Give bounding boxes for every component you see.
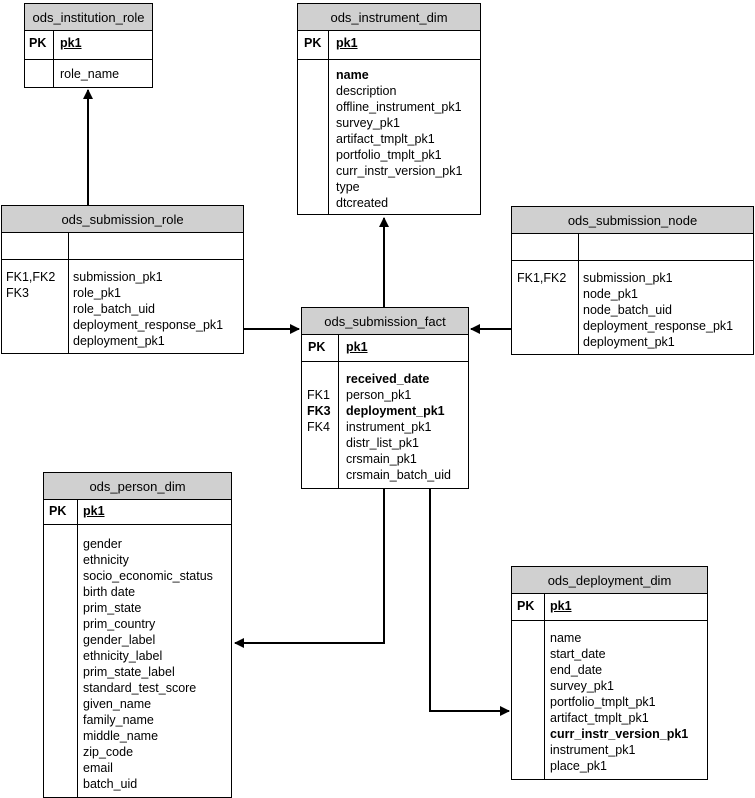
field-item: middle_name <box>83 729 159 743</box>
field-list: received_date person_pk1 deployment_pk1 … <box>346 371 451 483</box>
field-item: ethnicity <box>83 553 129 567</box>
table-ods-instrument-dim[interactable]: ods_instrument_dim PK pk1 name descripti… <box>297 3 481 215</box>
field-item: deployment_pk1 <box>583 335 675 349</box>
field-item: prim_state <box>83 601 142 615</box>
field-item: deployment_pk1 <box>73 334 165 348</box>
field-list: submission_pk1 role_pk1 role_batch_uid d… <box>73 269 223 349</box>
field-item: instrument_pk1 <box>550 743 636 757</box>
field-item: artifact_tmplt_pk1 <box>336 132 435 146</box>
key-list: FK1,FK2 FK3 <box>6 269 55 301</box>
table-ods-deployment-dim[interactable]: ods_deployment_dim PK pk1 name start_dat… <box>511 566 708 780</box>
table-ods-person-dim[interactable]: ods_person_dim PK pk1 gender ethnicity s… <box>43 472 232 798</box>
field-list: submission_pk1 node_pk1 node_batch_uid d… <box>583 270 733 350</box>
field-item: standard_test_score <box>83 681 197 695</box>
field-item: given_name <box>83 697 152 711</box>
field-item: end_date <box>550 663 603 677</box>
field-item: zip_code <box>83 745 134 759</box>
field-item: dtcreated <box>336 196 389 210</box>
field-item: offline_instrument_pk1 <box>336 100 462 114</box>
field-item: person_pk1 <box>346 388 412 402</box>
table-ods-submission-fact[interactable]: ods_submission_fact PK pk1 FK1 FK3 FK4 r… <box>301 307 469 489</box>
field-item: role_name <box>60 67 120 81</box>
field-item: role_pk1 <box>73 286 121 300</box>
field-item: gender_label <box>83 633 156 647</box>
field-item: crsmain_pk1 <box>346 452 417 466</box>
key-list: FK1 FK3 FK4 <box>307 371 331 435</box>
table-title: ods_institution_role <box>25 4 152 31</box>
key-list: FK1,FK2 <box>517 270 566 286</box>
field-item: email <box>83 761 113 775</box>
pk-label: PK <box>308 340 326 354</box>
field-item: socio_economic_status <box>83 569 213 583</box>
field-item: curr_instr_version_pk1 <box>336 164 463 178</box>
field-item: deployment_pk1 <box>346 404 445 418</box>
pk-label: PK <box>304 36 322 50</box>
table-ods-institution-role[interactable]: ods_institution_role PK pk1 role_name <box>24 3 153 88</box>
field-item: curr_instr_version_pk1 <box>550 727 689 741</box>
field-list: name description offline_instrument_pk1 … <box>336 67 462 211</box>
field-item: role_batch_uid <box>73 302 156 316</box>
table-title: ods_deployment_dim <box>512 567 707 594</box>
field-item: submission_pk1 <box>583 271 673 285</box>
field-item: deployment_response_pk1 <box>583 319 734 333</box>
table-title: ods_submission_role <box>2 206 243 233</box>
key-item: FK1 <box>307 388 330 402</box>
connector-fact-to-person <box>234 488 385 648</box>
field-item: artifact_tmplt_pk1 <box>550 711 649 725</box>
pk-field: pk1 <box>60 36 82 50</box>
field-item: survey_pk1 <box>550 679 614 693</box>
field-item: start_date <box>550 647 606 661</box>
field-list: name start_date end_date survey_pk1 port… <box>550 630 688 774</box>
table-ods-submission-role[interactable]: ods_submission_role FK1,FK2 FK3 submissi… <box>1 205 244 354</box>
key-item <box>307 371 331 387</box>
table-ods-submission-node[interactable]: ods_submission_node FK1,FK2 submission_p… <box>511 206 754 355</box>
field-item: ethnicity_label <box>83 649 163 663</box>
field-item: portfolio_tmplt_pk1 <box>336 148 442 162</box>
field-item: instrument_pk1 <box>346 420 432 434</box>
field-item: birth date <box>83 585 136 599</box>
field-item: crsmain_batch_uid <box>346 468 451 482</box>
field-item: distr_list_pk1 <box>346 436 419 450</box>
field-item: survey_pk1 <box>336 116 400 130</box>
field-item: name <box>336 68 369 82</box>
pk-field: pk1 <box>346 340 368 354</box>
pk-label: PK <box>517 599 535 613</box>
field-item: gender <box>83 537 122 551</box>
table-title: ods_person_dim <box>44 473 231 500</box>
pk-field: pk1 <box>336 36 358 50</box>
connector-fact-to-deployment <box>429 488 510 716</box>
field-list: gender ethnicity socio_economic_status b… <box>83 536 213 792</box>
field-item: name <box>550 631 582 645</box>
field-item: place_pk1 <box>550 759 607 773</box>
key-item: FK3 <box>6 286 29 300</box>
pk-field: pk1 <box>550 599 572 613</box>
field-item: portfolio_tmplt_pk1 <box>550 695 656 709</box>
key-item: FK3 <box>307 404 331 418</box>
field-item: type <box>336 180 360 194</box>
field-item: prim_state_label <box>83 665 175 679</box>
pk-label: PK <box>29 36 47 50</box>
field-item: description <box>336 84 397 98</box>
key-item: FK1,FK2 <box>517 271 567 285</box>
table-title: ods_submission_fact <box>302 308 468 335</box>
table-title: ods_instrument_dim <box>298 4 480 31</box>
key-item: FK1,FK2 <box>6 270 56 284</box>
field-item: family_name <box>83 713 154 727</box>
field-item: node_pk1 <box>583 287 638 301</box>
field-item: deployment_response_pk1 <box>73 318 224 332</box>
key-item: FK4 <box>307 420 330 434</box>
table-title: ods_submission_node <box>512 207 753 234</box>
field-list: role_name <box>60 66 119 82</box>
field-item: batch_uid <box>83 777 138 791</box>
pk-field: pk1 <box>83 504 105 518</box>
field-item: prim_country <box>83 617 156 631</box>
field-item: node_batch_uid <box>583 303 672 317</box>
field-item: submission_pk1 <box>73 270 163 284</box>
field-item: received_date <box>346 372 430 386</box>
pk-label: PK <box>49 504 67 518</box>
